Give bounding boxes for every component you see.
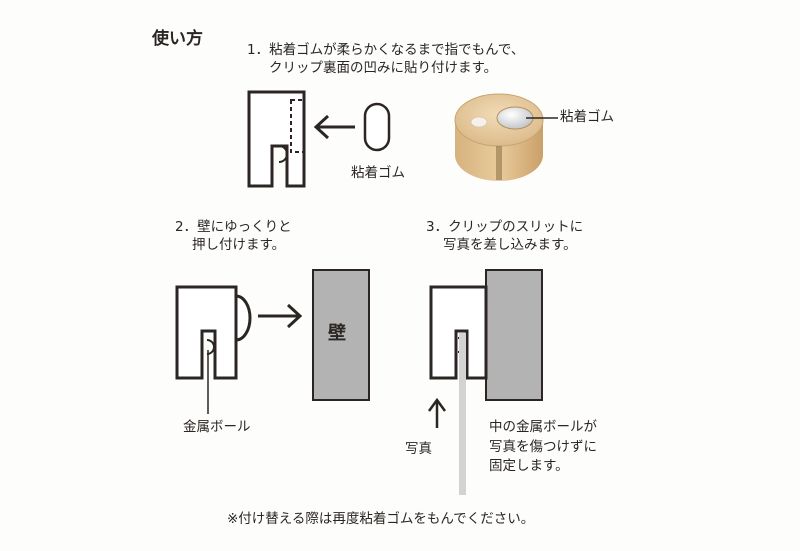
step1-clip-diagram <box>247 90 306 188</box>
footnote: ※付け替える際は再度粘着ゴムをもんでください。 <box>227 511 535 527</box>
step2-line2: 押し付けます。 <box>192 237 286 254</box>
step1-instruction: 1．粘着ゴムが柔らかくなるまで指でもんで、 クリップ裏面の凹みに貼り付けます。 <box>247 41 524 77</box>
step1-line2: クリップ裏面の凹みに貼り付けます。 <box>269 60 498 77</box>
ink-label: 粘着ゴム <box>351 165 405 181</box>
note-line1: 中の金属ボールが <box>489 419 597 435</box>
wooden-clip-photo <box>454 93 558 181</box>
step3-instruction: 3．クリップのスリットに 写真を差し込みます。 <box>426 218 583 254</box>
step3-line1: 3．クリップのスリットに <box>426 219 584 235</box>
note-line2: 写真を傷つけずに <box>489 438 597 455</box>
step1-ink-capsule <box>363 102 391 152</box>
wall-label: 壁 <box>328 323 346 344</box>
step1-ball <box>278 145 288 163</box>
step1-clip-outline <box>247 90 306 188</box>
page-title: 使い方 <box>152 29 203 49</box>
step2-ball <box>206 339 215 355</box>
step2-arrow <box>258 303 303 329</box>
ball-note: 中の金属ボールが 写真を傷つけずに 固定します。 <box>489 418 597 477</box>
note-line3: 固定します。 <box>489 458 569 475</box>
step3-clip-outline <box>429 285 488 380</box>
step2-clip-outline <box>175 285 238 380</box>
photo-label: 写真 <box>405 441 432 457</box>
step2-instruction: 2．壁にゆっくりと 押し付けます。 <box>175 218 292 254</box>
clip-slit <box>496 146 502 180</box>
step3-line2: 写真を差し込みます。 <box>443 237 577 254</box>
clip-ball <box>470 116 488 128</box>
step2-wall <box>312 269 370 401</box>
photo-strip <box>459 333 466 495</box>
step1-line1: 1．粘着ゴムが柔らかくなるまで指でもんで、 <box>247 42 525 58</box>
step1-recess-dashed <box>290 99 305 153</box>
step3-clip-diagram <box>429 285 488 495</box>
step2-clip-diagram <box>175 285 252 414</box>
step1-arrow <box>313 114 355 140</box>
step3-up-arrow <box>427 397 447 428</box>
step3-wall <box>485 269 543 401</box>
photo-ink-label: 粘着ゴム <box>560 109 614 125</box>
step2-line1: 2．壁にゆっくりと <box>175 219 292 235</box>
ball-label: 金属ボール <box>183 419 251 435</box>
